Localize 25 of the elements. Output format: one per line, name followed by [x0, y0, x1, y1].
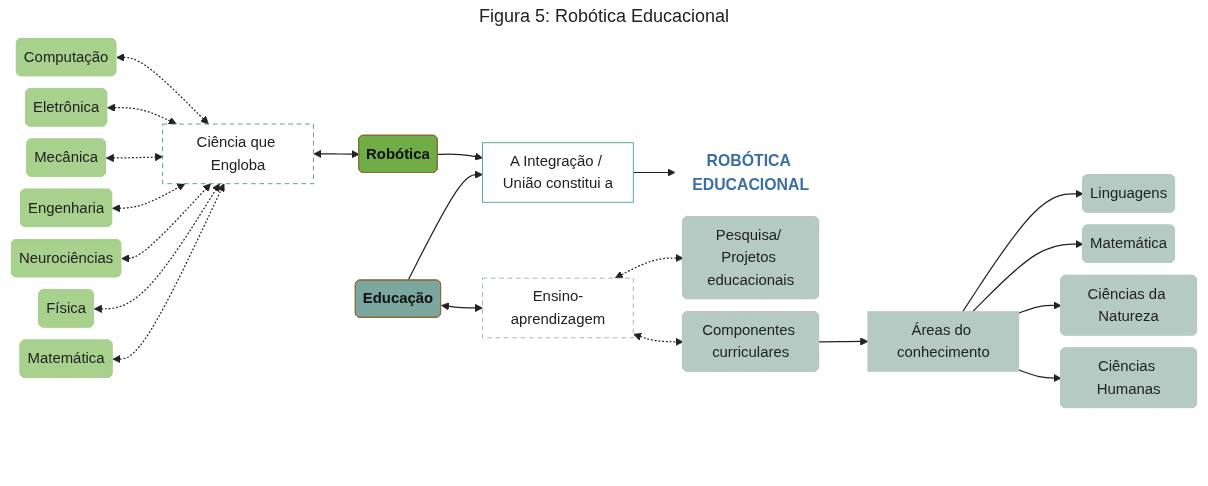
- arrow: [107, 103, 177, 125]
- node-text: ROBÓTICA EDUCACIONAL: [692, 151, 810, 193]
- arrow: [633, 332, 684, 346]
- node-box: Ensino-aprendizagem: [482, 277, 634, 339]
- arrow: [1018, 369, 1062, 383]
- arrow: [121, 183, 211, 263]
- arrow: [93, 183, 220, 313]
- node-box: Áreas do conhecimento: [867, 311, 1020, 372]
- arrow: [112, 183, 225, 364]
- node-box: A Integração / União constitui a: [482, 142, 634, 203]
- arrow: [632, 168, 676, 177]
- arrow: [105, 153, 163, 163]
- arrow: [407, 170, 483, 282]
- arrow: [313, 149, 360, 159]
- arrow: [818, 337, 869, 346]
- arrow: [1018, 301, 1062, 314]
- arrow: [441, 302, 483, 313]
- arrow: [437, 152, 483, 161]
- arrow: [962, 189, 1084, 313]
- arrow: [972, 240, 1084, 313]
- arrow: [614, 253, 684, 279]
- node-box: Ciência que Engloba: [162, 123, 314, 185]
- arrow: [116, 53, 209, 125]
- diagram-title: Figura 5: Robótica Educacional: [477, 6, 731, 27]
- arrow: [112, 183, 186, 213]
